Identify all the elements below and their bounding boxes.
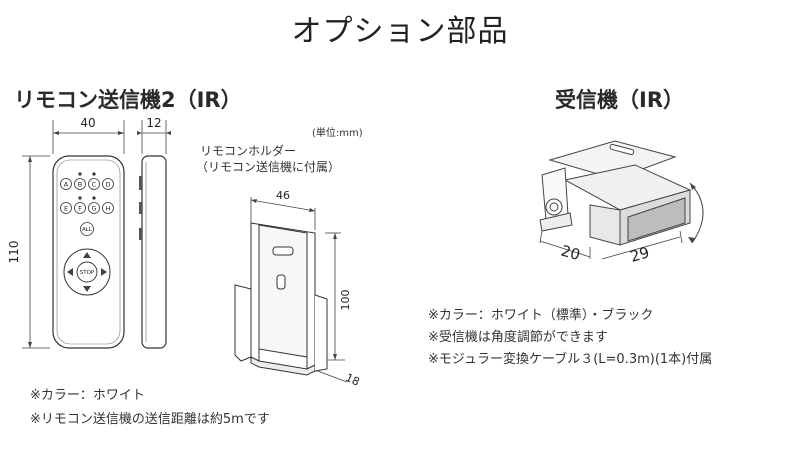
remote-depth-dim: 12 (146, 116, 161, 130)
remote-heading: リモコン送信機2（IR） (14, 88, 242, 112)
button-c-label: C (92, 181, 97, 189)
stop-label: STOP (80, 270, 95, 276)
left-arrow-icon (67, 268, 73, 276)
up-arrow-icon (83, 252, 91, 258)
remote-note-distance: ※リモコン送信機の送信距離は約5mです (30, 412, 270, 427)
button-d-label: D (105, 181, 110, 189)
receiver-note-cable: ※モジュラー変換ケーブル３(L=0.3m)(1本)付属 (428, 352, 713, 367)
unit-label: (単位:mm) (312, 128, 363, 139)
receiver-note-angle: ※受信機は角度調節ができます (428, 330, 608, 345)
holder-depth-dim: 18 (343, 371, 361, 389)
remote-side-view (141, 155, 167, 349)
button-f-label: F (78, 205, 82, 213)
page-title: オプション部品 (291, 14, 509, 49)
holder-height-dim: 100 (339, 290, 352, 311)
right-arrow-icon (101, 268, 107, 276)
holder-label: リモコンホルダー (200, 144, 297, 158)
receiver-drawing: 20 29 (539, 140, 704, 266)
down-arrow-icon (83, 286, 91, 292)
remote-note-color: ※カラー：ホワイト (30, 388, 145, 403)
receiver-dim-b: 29 (628, 243, 651, 266)
button-g-label: G (91, 205, 96, 213)
receiver-heading: 受信機（IR） (555, 88, 684, 112)
receiver-dim-a: 20 (559, 242, 582, 265)
receiver-note-color: ※カラー：ホワイト（標準）・ブラック (428, 308, 654, 323)
holder-body (234, 222, 328, 376)
button-h-label: H (106, 205, 111, 213)
button-e-label: E (64, 205, 68, 213)
receiver-body (539, 140, 692, 246)
holder-width-dim: 46 (276, 189, 290, 202)
rotate-arrow-icon (689, 182, 704, 244)
remote-drawing: 40 12 110 A B C D E F G H ALL STOP (7, 116, 171, 349)
holder-sublabel: （リモコン送信機に付属） (196, 160, 341, 174)
button-all-label: ALL (82, 227, 93, 233)
remote-width-dim: 40 (80, 116, 95, 130)
button-a-label: A (64, 181, 69, 189)
holder-drawing: 46 100 18 (234, 189, 362, 389)
remote-height-dim: 110 (7, 241, 21, 264)
button-b-label: B (78, 181, 82, 189)
